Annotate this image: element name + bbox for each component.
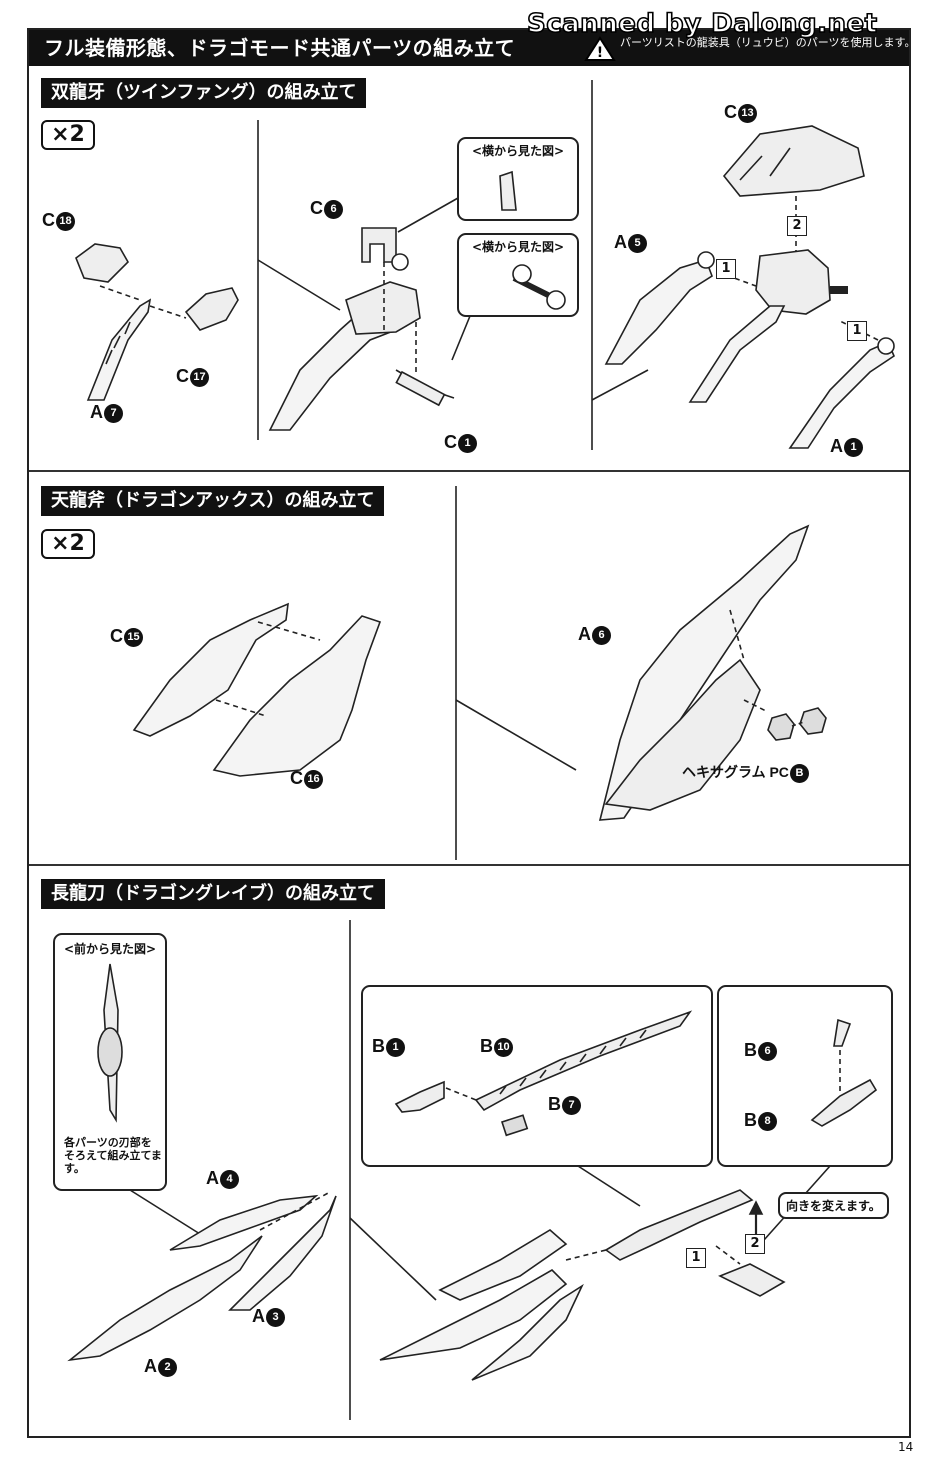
side-view-caption-1: <横から見た図> [471, 144, 565, 158]
turn-direction-callout: 向きを変えます。 [778, 1192, 889, 1219]
step-1b-marker: 1 [847, 319, 867, 341]
multiplier-badge: ×2 [41, 120, 95, 150]
section-divider-2 [29, 864, 909, 866]
header-bar [29, 30, 909, 66]
warning-note: パーツリストの龍装具（リュウビ）のパーツを使用します。 [620, 36, 916, 49]
page-number: 14 [898, 1440, 914, 1454]
front-view-note: 各パーツの刃部をそろえて組み立てます。 [64, 1136, 162, 1175]
step-1-marker: 1 [686, 1246, 706, 1268]
svg-text:!: ! [597, 45, 603, 61]
page-frame [27, 28, 911, 1438]
section-title-dragon-axe: 天龍斧（ドラゴンアックス）の組み立て [41, 486, 385, 516]
section-title-dragon-glaive: 長龍刀（ドラゴングレイブ）の組み立て [41, 879, 385, 909]
warning-icon: ! [584, 36, 616, 61]
front-view-caption: <前から見た図> [63, 942, 157, 956]
step-2-marker: 2 [745, 1232, 765, 1254]
section-divider-1 [29, 470, 909, 472]
multiplier-badge: ×2 [41, 529, 95, 559]
step-2-marker: 2 [787, 214, 807, 236]
scanner-watermark: Scanned by Dalong.net [526, 8, 878, 40]
section-title-twin-fang: 双龍牙（ツインファング）の組み立て [41, 78, 367, 108]
side-view-caption-2: <横から見た図> [471, 240, 565, 254]
page-title: フル装備形態、ドラゴモード共通パーツの組み立て [44, 36, 516, 60]
step-1-marker: 1 [716, 257, 736, 279]
